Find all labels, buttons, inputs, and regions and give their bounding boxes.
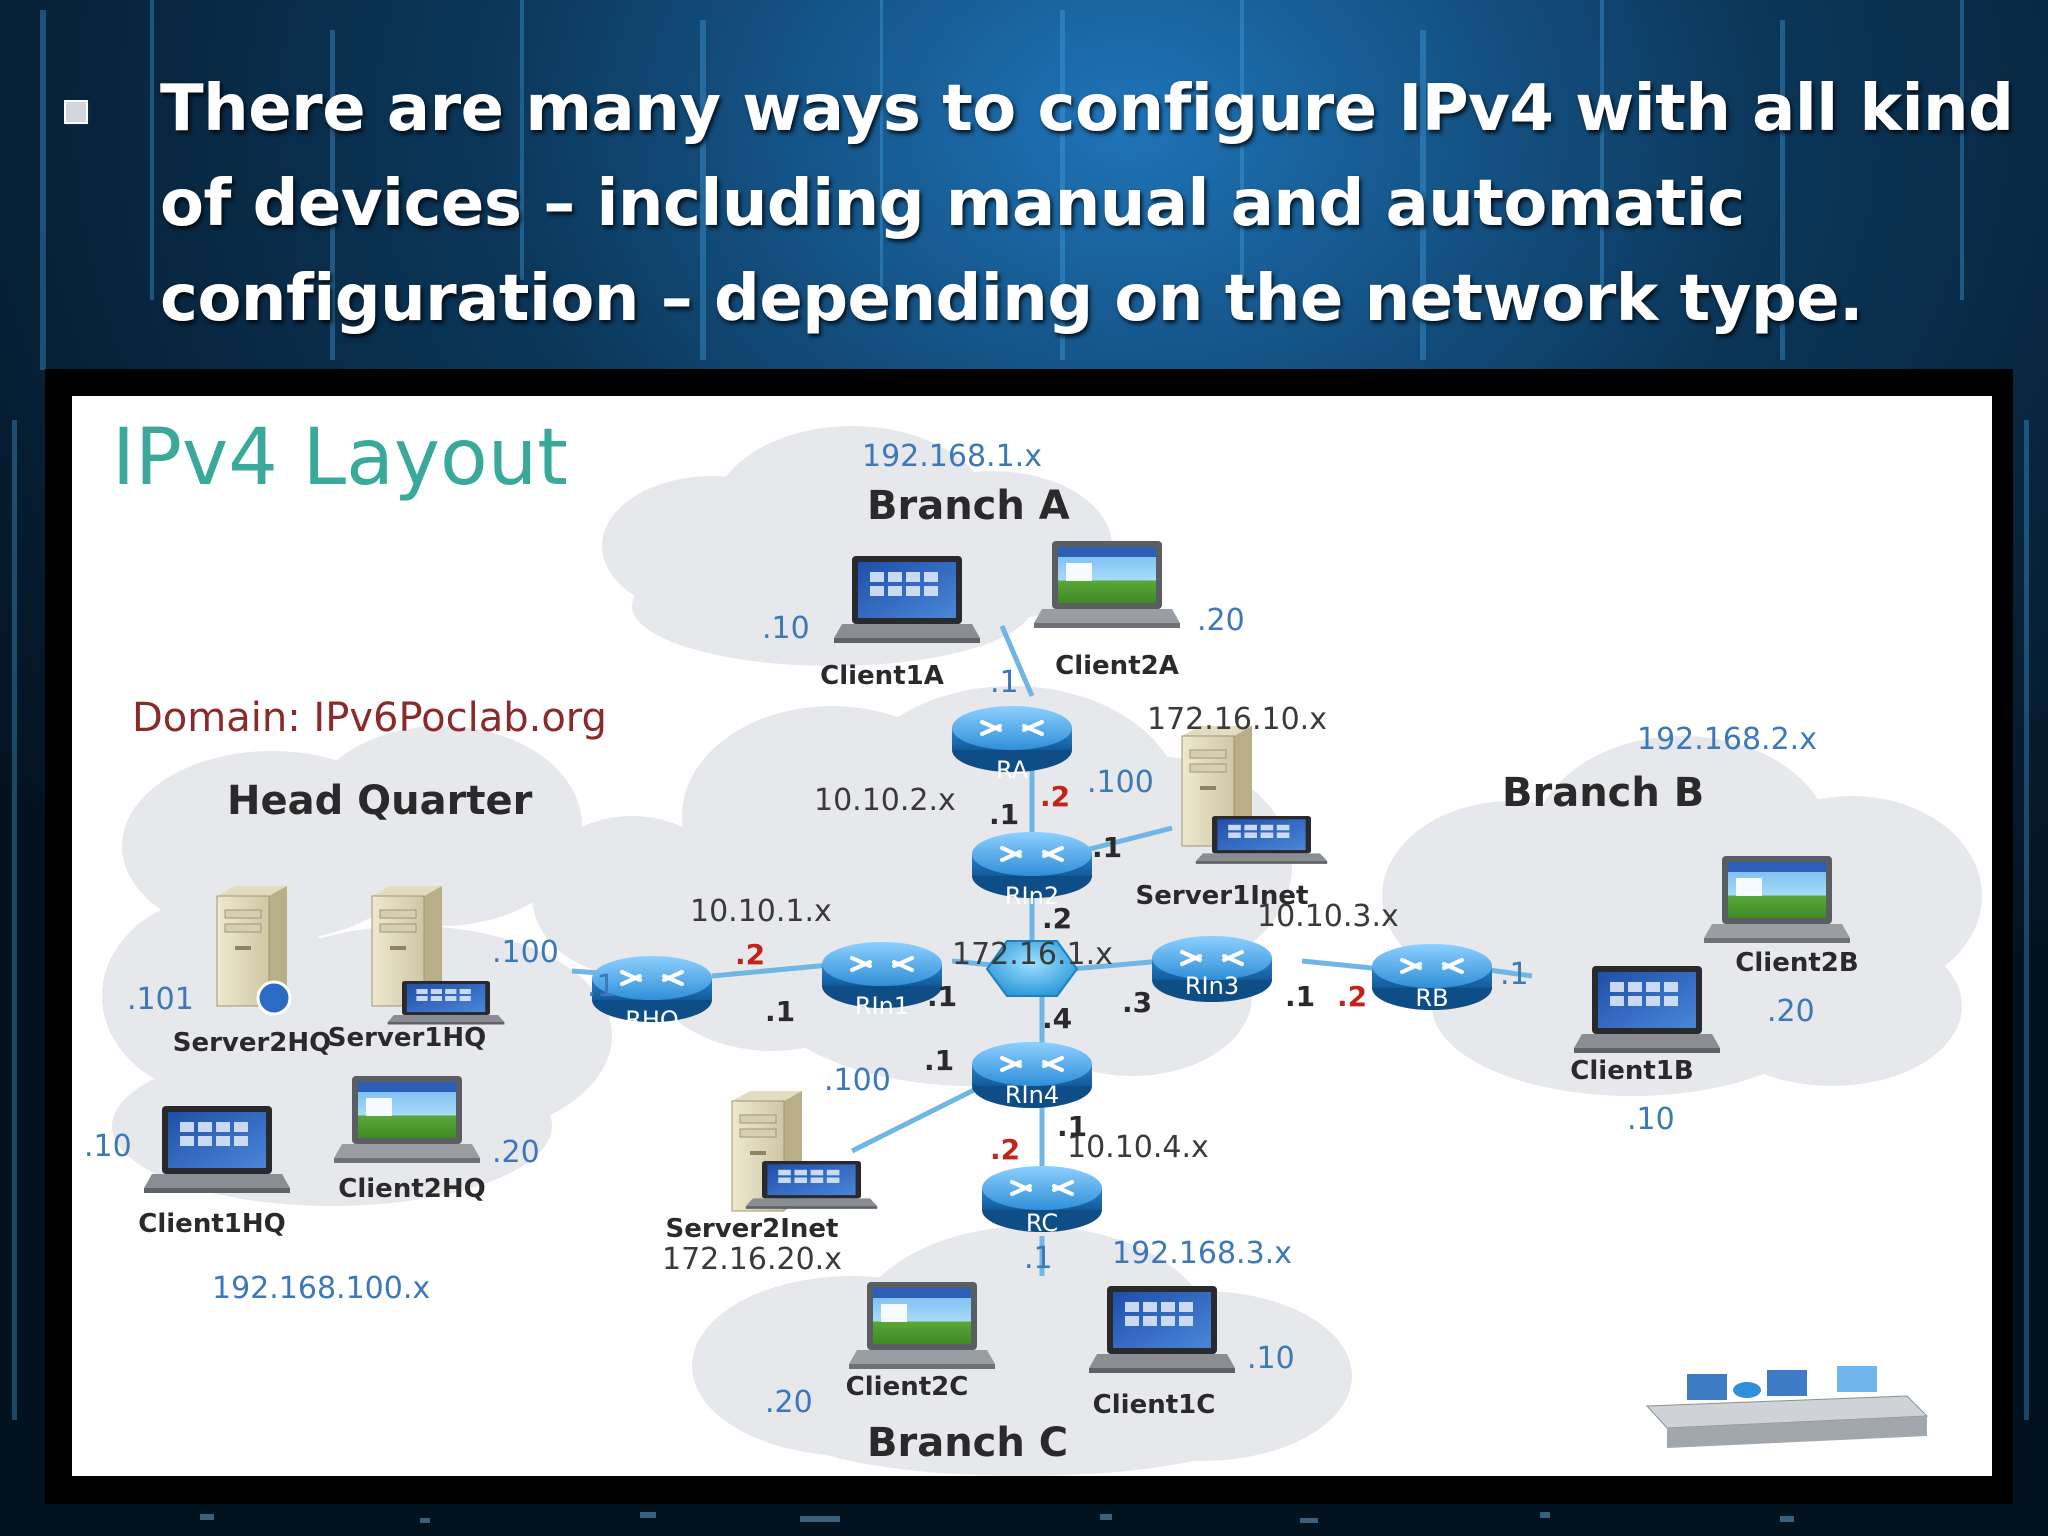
laptop-client2c-icon[interactable] (849, 1282, 995, 1369)
site-branch-a: Branch A (867, 483, 1070, 529)
addr-rin2-core: .2 (1042, 902, 1072, 935)
clouds (102, 426, 1982, 1476)
router-rin4-label: RIn4 (1005, 1081, 1059, 1109)
link-ra-lan (999, 625, 1035, 697)
addr-rin1-link1: .1 (765, 995, 795, 1028)
ipv4-layout-diagram: IPv4 Layout Domain: IPv6Poclab.org Head … (84, 413, 1982, 1476)
laptop-client1a-icon[interactable] (834, 556, 980, 643)
label-layer: IPv4 Layout Domain: IPv6Poclab.org Head … (84, 413, 1859, 1466)
addr-rin2-inet: .1 (1092, 831, 1122, 864)
subnet-core: 172.16.1.x (952, 937, 1113, 972)
router-rb-label: RB (1415, 984, 1448, 1012)
site-branch-c: Branch C (867, 1420, 1068, 1466)
addr-rin4-link4: .1 (1057, 1110, 1087, 1143)
subnet-link-2: 10.10.2.x (814, 783, 956, 818)
addr-rin1-core: .1 (927, 980, 957, 1013)
device-client1b-label: Client1B (1570, 1056, 1693, 1086)
subnet-inet-c: 172.16.20.x (662, 1242, 842, 1277)
device-server2inet-label: Server2Inet (666, 1214, 839, 1244)
subnet-branch-b: 192.168.2.x (1637, 722, 1817, 757)
site-branch-b: Branch B (1502, 770, 1704, 816)
subnet-hq: 192.168.100.x (212, 1271, 430, 1306)
win8-panel-icon (745, 1161, 878, 1209)
addr-server2hq: .101 (127, 982, 194, 1017)
addr-rin3-core: .3 (1122, 986, 1152, 1019)
device-client1a-label: Client1A (820, 661, 944, 691)
subnet-inet-a: 172.16.10.x (1147, 702, 1327, 737)
addr-client1hq: .10 (84, 1129, 132, 1164)
addr-client1a: .10 (762, 611, 810, 646)
subnet-link-1: 10.10.1.x (690, 894, 832, 929)
bullet-square-icon (64, 100, 88, 124)
addr-rin2-link2: .1 (989, 798, 1019, 831)
device-server2hq-label: Server2HQ (173, 1028, 332, 1058)
addr-ra-link2: .2 (1040, 780, 1070, 813)
addr-ra-lan: .1 (990, 665, 1019, 700)
addr-server1hq: .100 (492, 935, 559, 970)
win8-panel-icon (387, 981, 505, 1025)
device-client2b-label: Client2B (1735, 948, 1858, 978)
addr-rhq-link1: .2 (735, 938, 765, 971)
device-server1inet-label: Server1Inet (1136, 881, 1309, 911)
laptop-client1b-icon[interactable] (1574, 966, 1720, 1053)
addr-client2a: .20 (1197, 603, 1245, 638)
laptop-client2hq-icon[interactable] (334, 1076, 480, 1163)
windows-logo-icon (256, 980, 292, 1016)
diagram-panel: IPv4 Layout Domain: IPv6Poclab.org Head … (72, 396, 1992, 1476)
device-client2c-label: Client2C (846, 1372, 969, 1402)
link-rin2-server1inet (1081, 825, 1173, 854)
addr-client2hq: .20 (492, 1135, 540, 1170)
rack-devices-icon (1645, 1366, 1929, 1448)
win8-panel-icon (1195, 816, 1328, 864)
router-rc-label: RC (1026, 1209, 1058, 1237)
laptop-client1hq-icon[interactable] (144, 1106, 290, 1193)
addr-server1inet: .100 (1087, 765, 1154, 800)
addr-rin4-inet: .1 (924, 1044, 954, 1077)
addr-rb-link3: .2 (1337, 980, 1367, 1013)
domain-label: Domain: IPv6Poclab.org (132, 695, 607, 741)
subnet-branch-c: 192.168.3.x (1112, 1236, 1292, 1271)
addr-rb-lan: .1 (1500, 957, 1529, 992)
addr-rin4-core: .4 (1042, 1002, 1072, 1035)
laptop-client2a-icon[interactable] (1034, 541, 1180, 628)
device-client2a-label: Client2A (1055, 651, 1179, 681)
addr-client2b: .20 (1767, 994, 1815, 1029)
addr-client2c: .20 (765, 1385, 813, 1420)
site-head-quarter: Head Quarter (227, 778, 533, 824)
router-rin2-label: RIn2 (1005, 882, 1059, 910)
addr-client1c: .10 (1247, 1341, 1295, 1376)
addr-client1b: .10 (1627, 1102, 1675, 1137)
subnet-branch-a: 192.168.1.x (862, 439, 1042, 474)
subnet-link-3: 10.10.3.x (1257, 899, 1399, 934)
link-rin4-server2inet (850, 1083, 984, 1154)
device-client1hq-label: Client1HQ (138, 1209, 285, 1239)
addr-rin3-link3: .1 (1285, 980, 1315, 1013)
slide-bullet-text: There are many ways to configure IPv4 wi… (160, 72, 2014, 336)
device-client1c-label: Client1C (1093, 1390, 1216, 1420)
device-client2hq-label: Client2HQ (338, 1174, 485, 1204)
link-rin3-rb (1301, 958, 1383, 972)
core-hub (985, 940, 1079, 997)
addr-rc-lan: .1 (1024, 1241, 1053, 1276)
router-rin1-label: RIn1 (855, 992, 909, 1020)
router-rin3-label: RIn3 (1185, 972, 1239, 1000)
device-server1hq-label: Server1HQ (328, 1023, 487, 1053)
addr-rc-link4: .2 (990, 1133, 1020, 1166)
laptop-client2b-icon[interactable] (1704, 856, 1850, 943)
router-rhq-label: RHQ (625, 1006, 679, 1034)
router-ra-label: RA (996, 756, 1029, 784)
subnet-link-4: 10.10.4.x (1067, 1130, 1209, 1165)
addr-server2inet: .100 (824, 1063, 891, 1098)
laptop-client1c-icon[interactable] (1089, 1286, 1235, 1373)
link-core-rin3 (1071, 958, 1163, 972)
diagram-title: IPv4 Layout (112, 413, 568, 503)
addr-rhq-lan: .1 (587, 969, 616, 1004)
